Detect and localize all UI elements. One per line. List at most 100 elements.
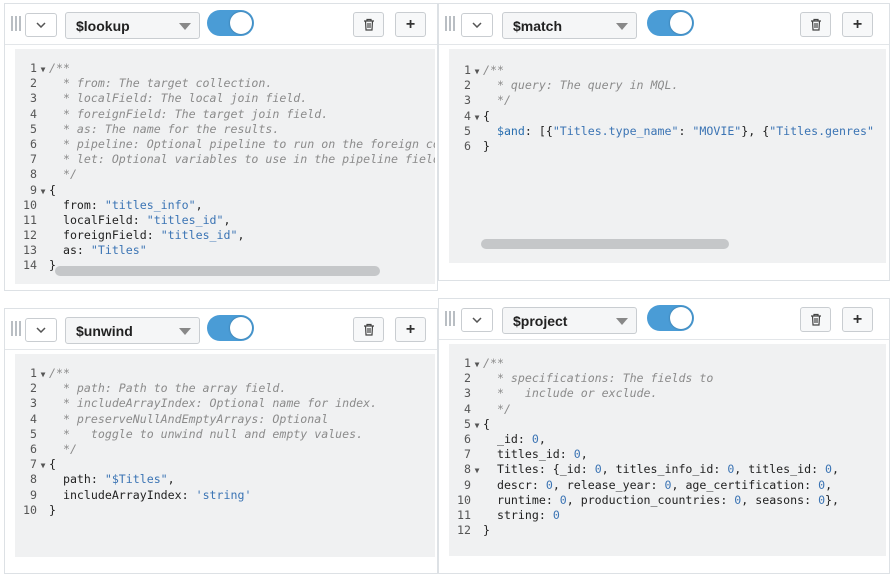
code-line: 7 * let: Optional variables to use in th… [15, 152, 435, 167]
stage-enable-toggle[interactable] [647, 305, 694, 331]
line-number: 2 [464, 78, 471, 93]
code-token: 0 [552, 507, 560, 522]
code-token: Titles: {_id: [483, 462, 595, 477]
code-token: 0 [818, 492, 826, 507]
line-number: 2 [464, 371, 471, 386]
fold-arrow-icon[interactable]: ▼ [474, 360, 480, 369]
line-number: 11 [457, 507, 471, 522]
trash-icon [363, 18, 374, 31]
delete-stage-button[interactable] [800, 307, 831, 332]
code-token: * specifications: The fields to [483, 371, 714, 386]
dropdown-caret-icon [179, 328, 191, 335]
stage-operator-select[interactable]: $lookup [65, 12, 200, 39]
stage-card-unwind: $unwind + 1▼/**2 * path: Path to the arr… [4, 308, 438, 574]
code-token: 0 [825, 462, 833, 477]
collapse-button[interactable] [461, 13, 493, 37]
code-line: 10 runtime: 0, production_countries: 0, … [449, 493, 839, 508]
stage-operator-label: $match [513, 18, 563, 34]
code-token: 0 [818, 477, 826, 492]
line-number: 4 [30, 106, 37, 121]
code-line: 7▼{ [15, 457, 377, 472]
code-line: 7 titles_id: 0, [449, 447, 839, 462]
code-token: $and [483, 123, 525, 138]
code-token: "titles_id" [146, 212, 224, 227]
code-editor[interactable]: 1▼/**2 * query: The query in MQL.3 */4▼{… [449, 49, 886, 263]
chevron-down-icon [36, 327, 46, 333]
code-editor[interactable]: 1▼/**2 * path: Path to the array field.3… [15, 354, 435, 557]
drag-handle-icon[interactable] [11, 16, 21, 31]
code-token: "titles_id" [160, 228, 238, 243]
line-number: 2 [30, 76, 37, 91]
add-stage-button[interactable]: + [842, 307, 873, 332]
line-number: 10 [457, 492, 471, 507]
fold-arrow-icon[interactable]: ▼ [474, 112, 480, 122]
stage-operator-label: $project [513, 313, 568, 329]
add-stage-button[interactable]: + [395, 317, 426, 342]
stage-enable-toggle[interactable] [647, 10, 694, 36]
stage-operator-select[interactable]: $match [502, 12, 637, 39]
delete-stage-button[interactable] [353, 12, 384, 37]
add-stage-button[interactable]: + [842, 12, 873, 37]
line-number: 5 [30, 426, 37, 441]
fold-arrow-icon[interactable]: ▼ [474, 466, 480, 476]
fold-arrow-icon[interactable]: ▼ [474, 420, 480, 430]
drag-handle-icon[interactable] [445, 16, 455, 31]
line-number: 14 [23, 258, 37, 273]
collapse-button[interactable] [461, 308, 493, 332]
code-line: 10} [15, 503, 377, 518]
fold-arrow-icon[interactable]: ▼ [40, 370, 46, 379]
fold-arrow-icon[interactable]: ▼ [40, 65, 46, 74]
code-line: 4 * foreignField: The target join field. [15, 107, 435, 122]
code-token: , titles_id: [734, 462, 826, 477]
line-number: 3 [464, 386, 471, 401]
fold-arrow-icon[interactable]: ▼ [40, 461, 46, 471]
add-stage-button[interactable]: + [395, 12, 426, 37]
drag-handle-icon[interactable] [11, 321, 21, 336]
code-editor[interactable]: 1▼/**2 * from: The target collection.3 *… [15, 49, 435, 284]
code-line: 6 */ [15, 442, 377, 457]
line-number: 9 [30, 182, 37, 197]
line-number: 5 [30, 121, 37, 136]
line-number: 3 [30, 91, 37, 106]
code-token: /** [483, 356, 504, 370]
code-token: "MOVIE" [692, 123, 742, 138]
delete-stage-button[interactable] [800, 12, 831, 37]
horizontal-scrollbar[interactable] [481, 239, 729, 249]
line-number: 7 [30, 457, 37, 472]
code-line: 2 * query: The query in MQL. [449, 78, 874, 93]
line-number: 3 [464, 93, 471, 108]
stage-enable-toggle[interactable] [207, 10, 254, 36]
code-token: , [580, 447, 588, 462]
code-token: 0 [545, 477, 553, 492]
drag-handle-icon[interactable] [445, 311, 455, 326]
stage-operator-select[interactable]: $project [502, 307, 637, 334]
code-line: 10 from: "titles_info", [15, 198, 435, 213]
fold-arrow-icon[interactable]: ▼ [40, 186, 46, 196]
trash-icon [810, 18, 821, 31]
code-token: /** [483, 63, 504, 77]
code-line: 6} [449, 139, 874, 154]
horizontal-scrollbar[interactable] [55, 266, 380, 276]
stage-header: $lookup + [5, 4, 437, 45]
collapse-button[interactable] [25, 318, 57, 342]
code-token: , [167, 472, 175, 487]
delete-stage-button[interactable] [353, 317, 384, 342]
collapse-button[interactable] [25, 13, 57, 37]
code-token: */ [483, 401, 511, 416]
stage-card-project: $project + 1▼/**2 * specifications: The … [438, 298, 890, 574]
line-number: 13 [23, 243, 37, 258]
trash-icon [363, 323, 374, 336]
stage-operator-select[interactable]: $unwind [65, 317, 200, 344]
line-number: 9 [464, 477, 471, 492]
dropdown-caret-icon [179, 23, 191, 30]
toggle-knob [670, 12, 692, 34]
fold-arrow-icon[interactable]: ▼ [474, 67, 480, 76]
line-number: 1 [30, 366, 37, 380]
code-token: runtime: [483, 492, 560, 507]
stage-enable-toggle[interactable] [207, 315, 254, 341]
code-token: , [538, 431, 546, 446]
code-line: 2 * specifications: The fields to [449, 371, 839, 386]
code-token: { [483, 416, 490, 431]
code-token: , [195, 197, 203, 212]
